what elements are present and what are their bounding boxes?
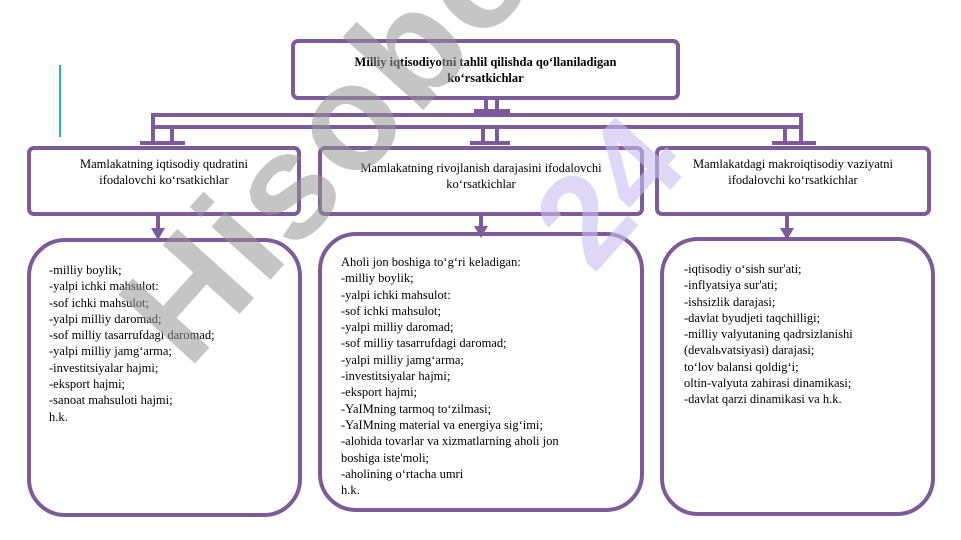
root-title-line1: Milliy iqtisodiyotni tahlil qilishda qo‘… — [354, 54, 617, 69]
category-line1: Mamlakatning rivojlanish darajasini ifod… — [360, 161, 602, 175]
list-item: -iqtisodiy o‘sish sur'ati; — [684, 262, 802, 276]
indicator-list-development-level: Aholi jon boshiga to‘g‘ri keladigan: -mil… — [318, 232, 644, 512]
list-item: -sof milliy tasarrufdagi daromad; — [49, 328, 215, 343]
list-item: -ishsizlik darajasi; — [684, 294, 776, 309]
category-box-macroeconomic-situation: Mamlakatdagi makroiqtisodiy vaziyatni if… — [655, 146, 931, 216]
list-item: oltin-valyuta zahirasi dinamikasi; — [684, 376, 852, 391]
list-item: -davlat byudjeti taqchilligi; — [684, 310, 821, 325]
list-item: boshiga iste'moli; — [341, 450, 430, 465]
list-item: -yalpi milliy daromad; — [341, 320, 454, 335]
list-item: Aholi jon boshiga to‘g‘ri keladigan: — [341, 255, 521, 269]
list-lines: -iqtisodiy o‘sish sur'ati; -inflyatsiya s… — [684, 261, 853, 408]
list-lines: -milliy boylik;-yalpi ichki mahsulot:-so… — [49, 262, 215, 425]
list-item: h.k. — [341, 483, 360, 498]
category-line1: Mamlakatning iqtisodiy qudratini — [79, 157, 249, 171]
category-box-development-level: Mamlakatning rivojlanish darajasini ifod… — [318, 146, 644, 216]
list-item: (devalьvatsiyasi) darajasi; — [684, 343, 815, 358]
list-item: -milliy valyutaning qadrsizlanishi — [684, 327, 853, 342]
list-item: -eksport hajmi; — [341, 385, 418, 400]
category-box-economic-power: Mamlakatning iqtisodiy qudratini ifodalo… — [27, 146, 301, 216]
list-item: -aholining o‘rtacha umri — [341, 466, 464, 481]
list-item: h.k. — [49, 409, 68, 424]
category-line1: Mamlakatdagi makroiqtisodiy vaziyatni — [693, 157, 893, 171]
list-item: -yalpi milliy jamg‘arma; — [341, 352, 464, 367]
list-item: -investitsiyalar hajmi; — [49, 360, 159, 375]
list-item: -milliy boylik; — [49, 263, 122, 277]
list-item: -sof ichki mahsulot; — [49, 295, 149, 310]
list-item: to‘lov balansi qoldig‘i; — [684, 359, 799, 374]
list-item: -YaIMning tarmoq to‘zilmasi; — [341, 401, 492, 416]
list-item: -investitsiyalar hajmi; — [341, 369, 451, 384]
list-item: -YaIMning material va energiya sig‘imi; — [341, 417, 543, 432]
indicator-list-economic-power: -milliy boylik;-yalpi ichki mahsulot:-so… — [27, 238, 302, 517]
indicator-list-macroeconomic-situation: -iqtisodiy o‘sish sur'ati; -inflyatsiya s… — [660, 237, 935, 516]
list-item: -sanoat mahsuloti hajmi; — [49, 393, 173, 408]
list-item: -inflyatsiya sur'ati; — [684, 278, 778, 293]
root-title-line2: ko‘rsatkichlar — [447, 70, 524, 85]
root-box: Milliy iqtisodiyotni tahlil qilishda qo‘… — [291, 39, 680, 100]
list-item: -alohida tovarlar va xizmatlarning aholi… — [341, 434, 559, 449]
list-item: -milliy boylik; — [341, 271, 414, 286]
list-item: -eksport hajmi; — [49, 377, 126, 392]
list-item: -yalpi ichki mahsulot: — [49, 279, 159, 294]
list-item: -yalpi milliy jamg‘arma; — [49, 344, 172, 359]
category-line2: ifodalovchi ko‘rsatkichlar — [99, 173, 229, 187]
slide-accent-line — [59, 65, 61, 137]
category-line2: ko‘rsatkichlar — [446, 177, 516, 191]
list-item: -sof milliy tasarrufdagi daromad; — [341, 336, 507, 351]
list-item: -davlat qarzi dinamikasi va h.k. — [684, 392, 842, 407]
list-item: -yalpi ichki mahsulot: — [341, 287, 451, 302]
list-item: -yalpi milliy daromad; — [49, 311, 162, 326]
category-line2: ifodalovchi ko‘rsatkichlar — [728, 173, 858, 187]
list-lines: Aholi jon boshiga to‘g‘ri keladigan: -mil… — [341, 254, 559, 498]
list-item: -sof ichki mahsulot; — [341, 303, 441, 318]
